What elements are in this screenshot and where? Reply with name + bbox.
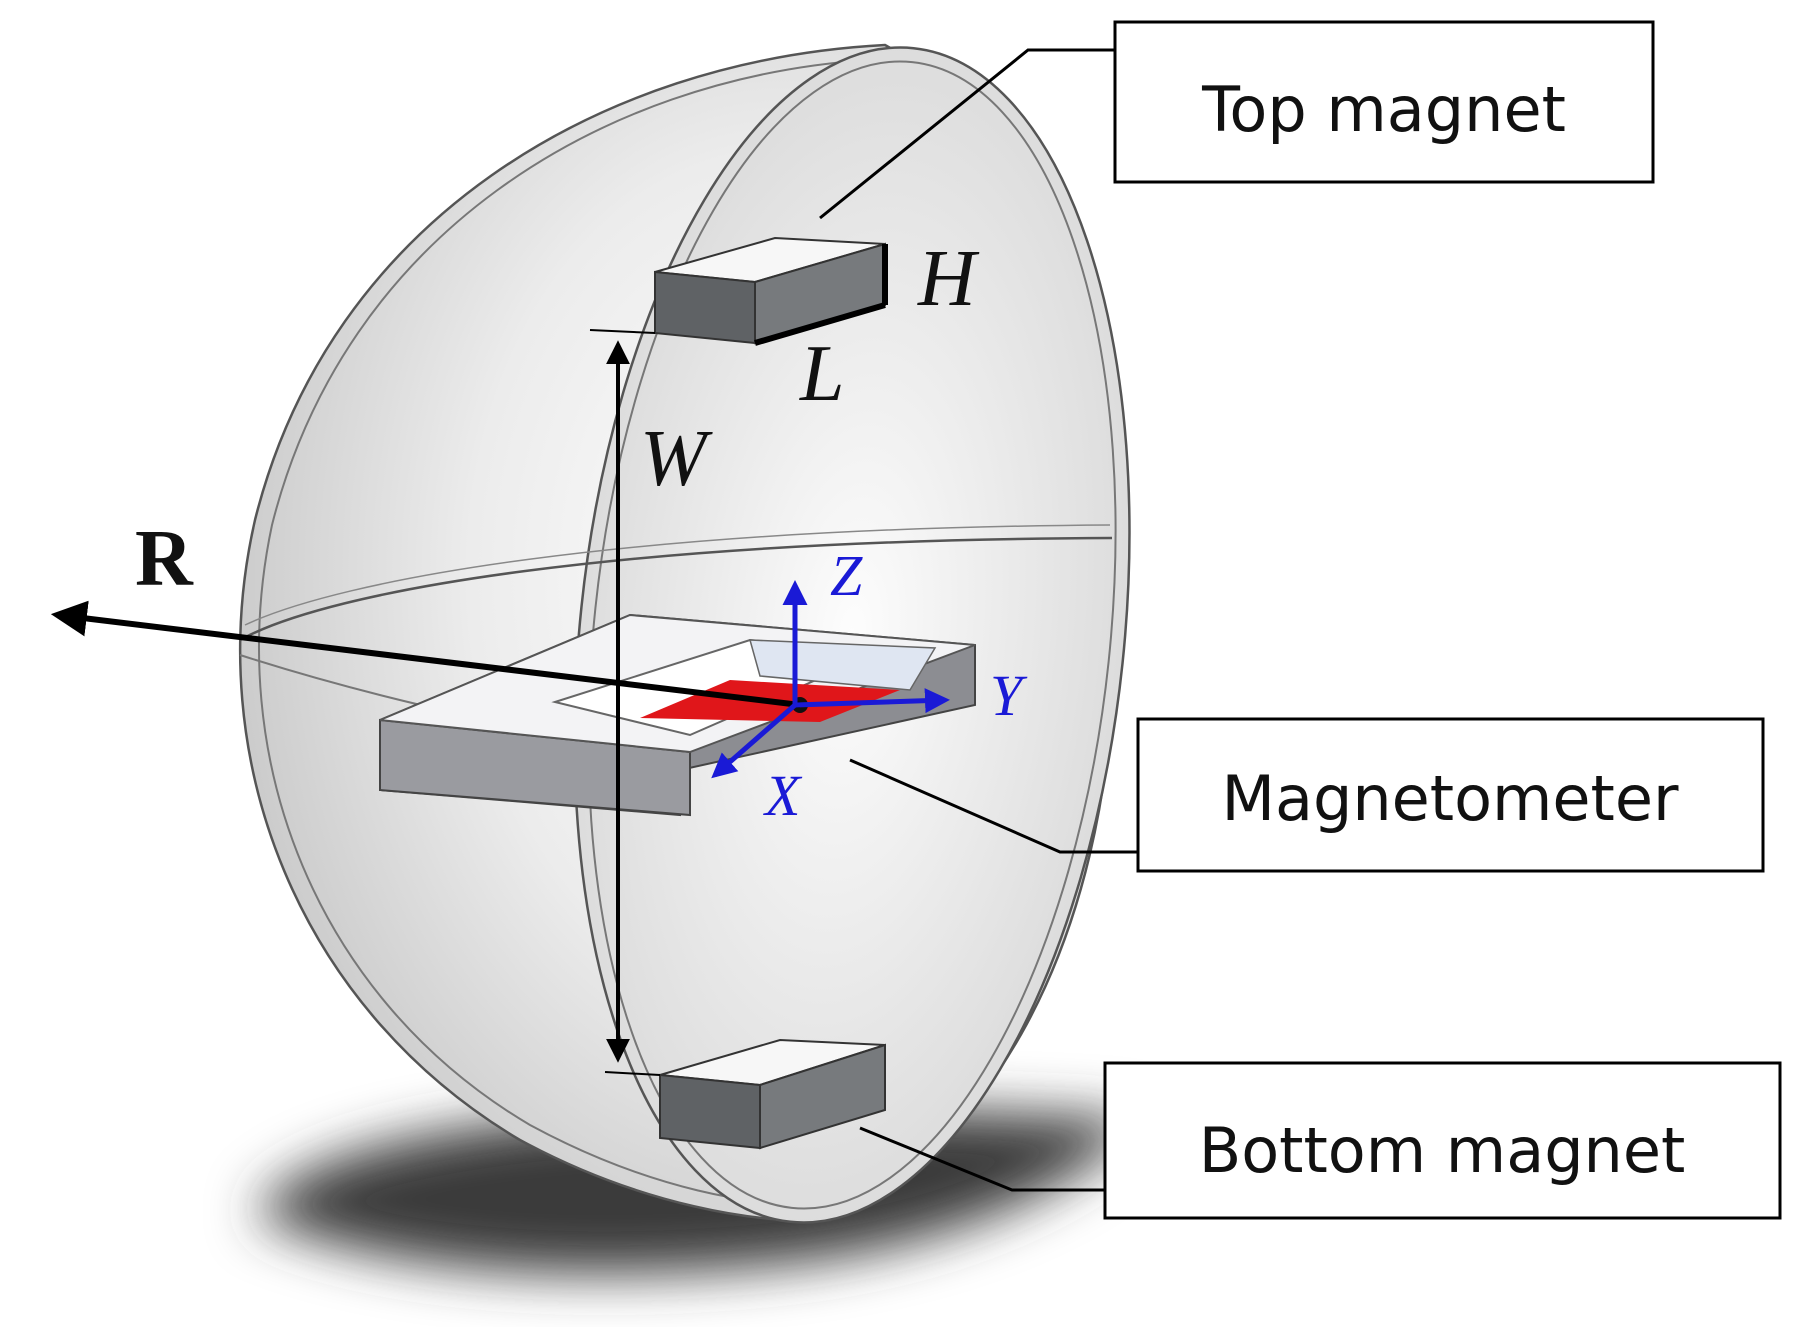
w-dimension	[589, 329, 661, 1076]
top-magnet-leader	[819, 48, 1115, 220]
height-label: H	[917, 235, 980, 323]
coordinate-axes	[711, 580, 950, 779]
callout-boxes	[1103, 20, 1782, 1220]
y-axis-arrow	[794, 688, 950, 714]
width-label: W	[640, 415, 713, 503]
x-axis-label: X	[763, 763, 803, 828]
top-magnet	[654, 236, 888, 346]
top-magnet-box	[1113, 20, 1655, 184]
x-axis-arrow	[711, 703, 797, 779]
bottom-magnet-label: Bottom magnet	[1199, 1114, 1686, 1187]
bottom-magnet-box	[1103, 1061, 1782, 1220]
y-axis-label: Y	[990, 663, 1028, 728]
leader-lines	[819, 48, 1138, 1192]
length-label: L	[799, 330, 845, 418]
r-vector	[50, 600, 801, 708]
magnetometer-box	[1136, 717, 1765, 873]
bottom-magnet	[659, 1038, 886, 1150]
bottom-magnet-leader	[859, 1126, 1105, 1192]
radius-label: R	[135, 515, 194, 603]
magnetometer-leader	[849, 758, 1138, 854]
z-axis-label: Z	[830, 543, 863, 608]
magnetometer-board	[379, 613, 976, 817]
magnetometer-label: Magnetometer	[1221, 762, 1679, 835]
top-magnet-label: Top magnet	[1201, 73, 1566, 146]
